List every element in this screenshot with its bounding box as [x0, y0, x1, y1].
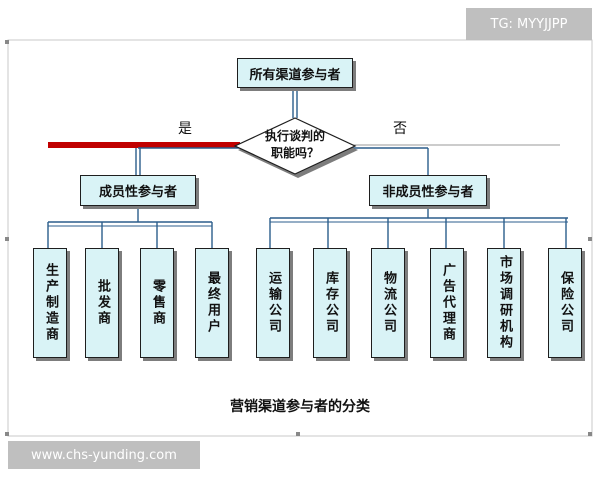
nonmember-child-label: 广告代理商: [440, 263, 455, 343]
branch-no-label: 否: [393, 121, 407, 137]
member-child-node: 生产制造商: [33, 248, 67, 358]
branch-yes-label: 是: [178, 121, 192, 137]
decision-line-2: 职能吗？: [270, 146, 319, 160]
nonmember-child-node: 运输公司: [256, 248, 290, 358]
nonmember-child-label: 运输公司: [266, 271, 281, 335]
nonmember-child-node: 广告代理商: [430, 248, 464, 358]
nonmember-child-node: 物流公司: [371, 248, 405, 358]
diagram-caption: 营销渠道参与者的分类: [230, 399, 370, 415]
watermark-top: TG: MYYJJPP: [466, 8, 592, 40]
nonmember-child-node: 库存公司: [313, 248, 347, 358]
member-child-label: 零售商: [150, 279, 165, 327]
member-child-label: 最终用户: [205, 271, 220, 335]
decision-line-1: 执行谈判的: [264, 129, 325, 143]
member-child-node: 批发商: [85, 248, 119, 358]
nonmember-child-label: 保险公司: [558, 271, 573, 335]
nonmember-participants-node: 非成员性参与者: [369, 175, 487, 206]
decision-question: 执行谈判的 职能吗？: [256, 128, 334, 164]
member-child-label: 批发商: [95, 279, 110, 327]
member-child-node: 零售商: [140, 248, 174, 358]
member-child-node: 最终用户: [195, 248, 229, 358]
watermark-bottom: www.chs-yunding.com: [8, 441, 200, 469]
member-participants-node: 成员性参与者: [80, 175, 196, 206]
connectors: [47, 88, 568, 248]
nonmember-child-label: 市场调研机构: [497, 255, 512, 351]
nonmember-child-label: 库存公司: [323, 271, 338, 335]
member-child-label: 生产制造商: [43, 263, 58, 343]
nonmember-child-node: 保险公司: [548, 248, 582, 358]
nonmember-child-node: 市场调研机构: [487, 248, 521, 358]
decision-diamond: [233, 117, 357, 175]
root-node: 所有渠道参与者: [237, 58, 353, 88]
nonmember-child-label: 物流公司: [381, 271, 396, 335]
